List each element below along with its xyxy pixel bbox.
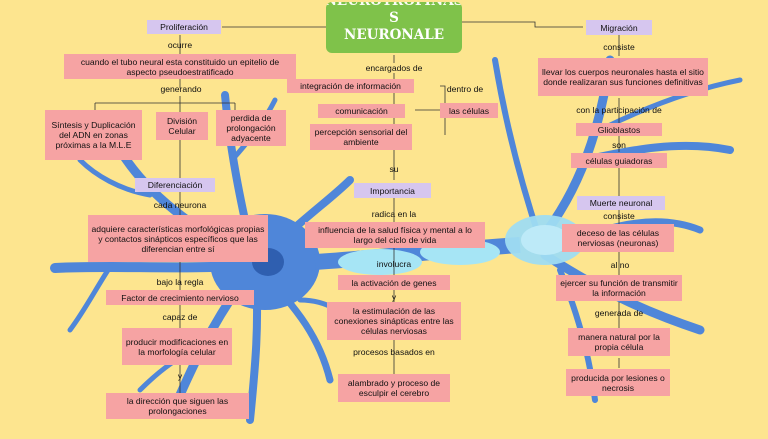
node-sintesis: Síntesis y Duplicación del ADN en zonas …: [45, 110, 142, 160]
node-migracion: Migración: [586, 20, 652, 35]
label-bajo-la-regla: bajo la regla: [156, 276, 204, 287]
node-division-celular: División Celular: [156, 112, 208, 140]
label-radica-en-la: radica en la: [371, 208, 417, 219]
label-son: son: [612, 140, 626, 150]
node-glioblastos: Glioblastos: [576, 123, 662, 136]
label-y-left: y: [177, 370, 183, 381]
node-percepcion: percepción sensorial del ambiente: [310, 124, 412, 150]
title-line2: S: [389, 10, 399, 26]
label-procesos-basados-en: procesos basados en: [353, 346, 435, 357]
node-llevar-cuerpos: llevar los cuerpos neuronales hasta el s…: [538, 58, 708, 96]
node-muerte-neuronal: Muerte neuronal: [577, 196, 665, 210]
label-capaz-de: capaz de: [162, 311, 198, 322]
node-las-celulas: las células: [440, 103, 498, 118]
node-activacion-genes: la activación de genes: [338, 275, 450, 290]
node-direccion: la dirección que siguen las prolongacion…: [106, 393, 249, 419]
node-diferenciacion: Diferenciación: [135, 178, 215, 192]
node-producir: producir modificaciones en la morfología…: [122, 328, 232, 365]
node-adquiere: adquiere características morfológicas pr…: [88, 215, 268, 262]
title-line3: NEURONALE: [344, 27, 444, 43]
label-ocurre: ocurre: [167, 39, 193, 50]
label-consiste: consiste: [603, 41, 635, 52]
node-importancia: Importancia: [354, 183, 431, 198]
node-manera-natural: manera natural por la propia célula: [568, 328, 670, 356]
node-perdida: perdida de prolongación adyacente: [216, 110, 286, 146]
node-alambrado: alambrado y proceso de esculpir el cereb…: [338, 374, 450, 402]
title-line1: NEUROTROFINAS: [326, 2, 462, 10]
label-generada-de: generada de: [594, 307, 644, 318]
label-consiste-2: consiste: [603, 211, 635, 221]
label-y-center: y: [391, 291, 397, 302]
label-dentro-de: dentro de: [446, 83, 484, 94]
node-producida: producida por lesiones o necrosis: [566, 369, 670, 396]
label-al-no: al no: [610, 259, 630, 270]
label-encargados-de: encargados de: [365, 63, 423, 73]
node-deceso: deceso de las células nerviosas (neurona…: [562, 224, 674, 252]
title-box: NEUROTROFINAS S NEURONALE: [326, 2, 462, 53]
label-cada-neurona: cada neurona: [153, 199, 207, 210]
node-influencia: influencia de la salud física y mental a…: [305, 222, 485, 248]
label-su: su: [389, 164, 399, 174]
label-con-la-participacion: con la participación de: [576, 104, 662, 115]
node-ejercer: ejercer su función de transmitir la info…: [556, 275, 682, 301]
node-integracion: integración de información: [287, 79, 414, 93]
node-estimulacion: la estimulación de las conexiones sinápt…: [327, 302, 461, 340]
label-generando: generando: [160, 83, 202, 94]
node-tubo-neural: cuando el tubo neural esta constituido u…: [64, 54, 296, 79]
node-celulas-guiadoras: células guiadoras: [571, 153, 667, 168]
node-comunicacion: comunicación: [318, 104, 405, 118]
node-factor-crecimiento: Factor de crecimiento nervioso: [106, 290, 254, 305]
node-proliferacion: Proliferación: [147, 20, 221, 34]
label-involucra: involucra: [376, 258, 412, 269]
